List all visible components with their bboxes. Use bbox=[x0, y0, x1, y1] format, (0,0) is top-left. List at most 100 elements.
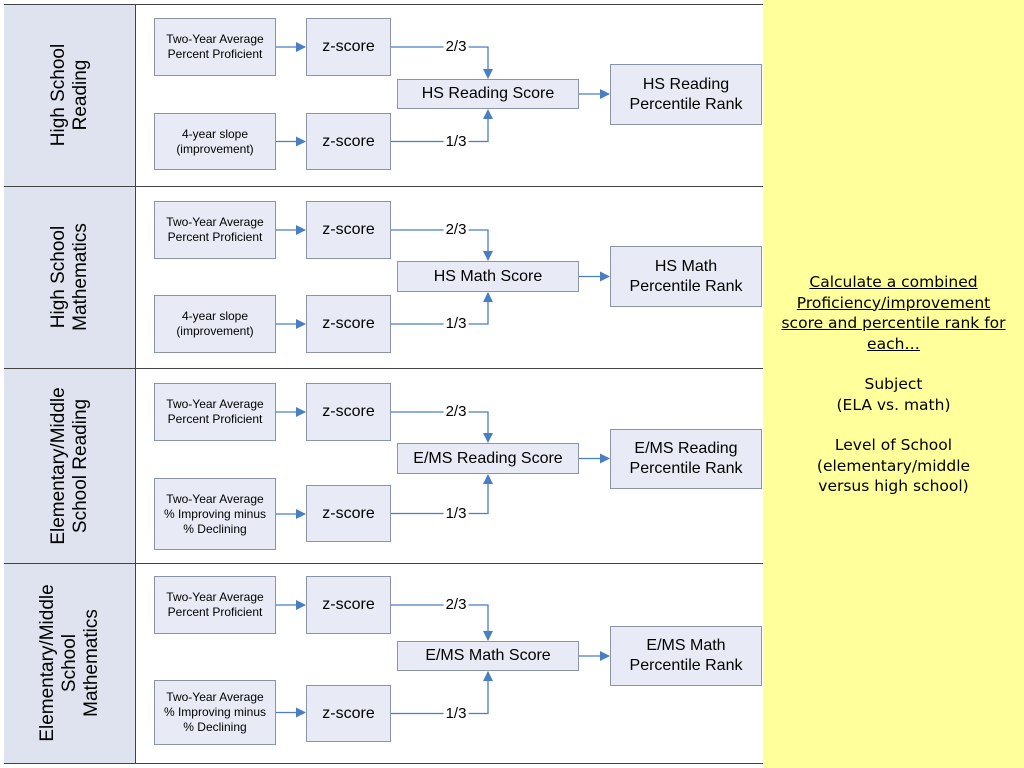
row-separator bbox=[4, 186, 763, 187]
percentile-rank-box: E/MS Reading Percentile Rank bbox=[610, 429, 762, 489]
zscore-box: z-score bbox=[306, 201, 391, 259]
arrowhead bbox=[483, 292, 493, 302]
arrowhead bbox=[600, 271, 610, 282]
arrowhead bbox=[296, 225, 306, 235]
improvement-input-box-text: Two-Year Average % Improving minus % Dec… bbox=[163, 491, 267, 536]
zscore-box-text: z-score bbox=[322, 221, 375, 238]
row-label-text: High School Mathematics bbox=[47, 223, 91, 331]
combined-score-box-text: HS Math Score bbox=[433, 267, 543, 285]
row-separator bbox=[4, 4, 763, 5]
arrowhead bbox=[296, 407, 306, 417]
zscore-box: z-score bbox=[306, 576, 391, 634]
weighted-connector-top bbox=[391, 229, 489, 260]
improvement-input-box-text: 4-year slope (improvement) bbox=[176, 126, 254, 156]
zscore-box-text: z-score bbox=[322, 704, 375, 722]
proficiency-input-box: Two-Year Average Percent Proficient bbox=[154, 383, 276, 441]
arrowhead bbox=[483, 671, 493, 681]
arrowhead bbox=[600, 651, 610, 661]
summary-level: Level of School (elementary/middle versu… bbox=[816, 436, 971, 495]
arrowhead bbox=[296, 509, 306, 519]
weight-label-bottom: 1/3 bbox=[443, 504, 469, 522]
row-label-cell: Elementary/Middle School Mathematics bbox=[4, 563, 136, 763]
zscore-box-text: z-score bbox=[322, 38, 375, 55]
arrowhead bbox=[600, 89, 610, 99]
zscore-box-text: z-score bbox=[322, 132, 375, 150]
proficiency-input-box-text: Two-Year Average Percent Proficient bbox=[166, 397, 264, 426]
summary-panel: Calculate a combined Proficiency/improve… bbox=[763, 0, 1024, 768]
arrowhead bbox=[296, 42, 306, 52]
percentile-rank-box: HS Math Percentile Rank bbox=[610, 246, 762, 307]
arrowhead bbox=[483, 631, 493, 641]
weighted-connector-bottom bbox=[391, 110, 489, 143]
percentile-rank-box-text: HS Reading Percentile Rank bbox=[629, 75, 743, 113]
percentile-rank-box-text: E/MS Reading Percentile Rank bbox=[629, 440, 743, 477]
improvement-input-box: 4-year slope (improvement) bbox=[154, 113, 276, 170]
arrowhead bbox=[483, 69, 493, 79]
proficiency-input-box-text: Two-Year Average Percent Proficient bbox=[166, 215, 264, 244]
row-label-text: Elementary/Middle School Reading bbox=[47, 386, 91, 545]
improvement-input-box: Two-Year Average % Improving minus % Dec… bbox=[154, 478, 276, 550]
row-label-text: Elementary/Middle School Mathematics bbox=[36, 584, 102, 742]
improvement-input-box: Two-Year Average % Improving minus % Dec… bbox=[154, 680, 276, 745]
zscore-box-text: z-score bbox=[322, 596, 375, 613]
weighted-connector-bottom bbox=[391, 475, 489, 515]
weighted-connector-bottom bbox=[391, 672, 489, 715]
weighted-connector-top bbox=[391, 604, 489, 640]
weight-label-top: 2/3 bbox=[443, 38, 469, 55]
proficiency-input-box: Two-Year Average Percent Proficient bbox=[154, 201, 276, 259]
arrowhead bbox=[483, 474, 493, 484]
row-label-cell: High School Mathematics bbox=[4, 186, 136, 368]
row-separator bbox=[4, 763, 763, 764]
improvement-input-box-text: 4-year slope (improvement) bbox=[176, 309, 254, 338]
percentile-rank-box: E/MS Math Percentile Rank bbox=[610, 626, 762, 686]
zscore-box: z-score bbox=[306, 18, 391, 76]
improvement-input-box-text: Two-Year Average % Improving minus % Dec… bbox=[163, 690, 267, 734]
proficiency-input-box: Two-Year Average Percent Proficient bbox=[154, 18, 276, 76]
zscore-box-text: z-score bbox=[322, 504, 375, 522]
weighted-connector-top bbox=[391, 411, 489, 442]
summary-heading: Calculate a combined Proficiency/improve… bbox=[781, 273, 1006, 353]
weighted-connector-bottom bbox=[391, 293, 489, 325]
percentile-rank-box-text: HS Math Percentile Rank bbox=[629, 257, 743, 295]
arrowhead bbox=[600, 453, 610, 464]
weight-label-bottom: 1/3 bbox=[443, 132, 469, 150]
percentile-rank-box: HS Reading Percentile Rank bbox=[610, 64, 762, 125]
row-label-text: High School Reading bbox=[47, 43, 91, 147]
improvement-input-box: 4-year slope (improvement) bbox=[154, 295, 276, 353]
combined-score-box: HS Math Score bbox=[397, 261, 579, 292]
row-separator bbox=[4, 368, 763, 369]
proficiency-input-box-text: Two-Year Average Percent Proficient bbox=[166, 590, 264, 619]
zscore-box: z-score bbox=[306, 113, 391, 170]
arrowhead bbox=[296, 319, 306, 329]
combined-score-box: E/MS Math Score bbox=[397, 641, 579, 671]
arrowhead bbox=[296, 707, 306, 718]
proficiency-input-box: Two-Year Average Percent Proficient bbox=[154, 576, 276, 634]
proficiency-input-box-text: Two-Year Average Percent Proficient bbox=[166, 32, 264, 61]
weight-label-top: 2/3 bbox=[443, 596, 469, 613]
arrowhead bbox=[483, 109, 493, 119]
weight-label-top: 2/3 bbox=[443, 221, 469, 238]
arrowhead bbox=[483, 433, 493, 443]
combined-score-box: HS Reading Score bbox=[397, 79, 579, 109]
zscore-box: z-score bbox=[306, 295, 391, 353]
weight-label-bottom: 1/3 bbox=[443, 315, 469, 332]
weighted-connector-top bbox=[391, 46, 489, 78]
combined-score-box-text: E/MS Math Score bbox=[425, 647, 551, 664]
combined-score-box-text: HS Reading Score bbox=[421, 85, 555, 102]
arrowhead bbox=[296, 600, 306, 610]
summary-subject: Subject (ELA vs. math) bbox=[836, 375, 951, 414]
weight-label-top: 2/3 bbox=[443, 403, 469, 420]
arrowhead bbox=[296, 136, 306, 147]
row-label-cell: Elementary/Middle School Reading bbox=[4, 368, 136, 563]
arrowhead bbox=[483, 251, 493, 261]
weight-label-bottom: 1/3 bbox=[443, 704, 469, 722]
zscore-box-text: z-score bbox=[322, 315, 375, 332]
zscore-box: z-score bbox=[306, 383, 391, 441]
row-separator bbox=[4, 563, 763, 564]
zscore-box: z-score bbox=[306, 485, 391, 542]
combined-score-box-text: E/MS Reading Score bbox=[413, 449, 563, 467]
row-label-cell: High School Reading bbox=[4, 4, 136, 186]
zscore-box-text: z-score bbox=[322, 403, 375, 420]
